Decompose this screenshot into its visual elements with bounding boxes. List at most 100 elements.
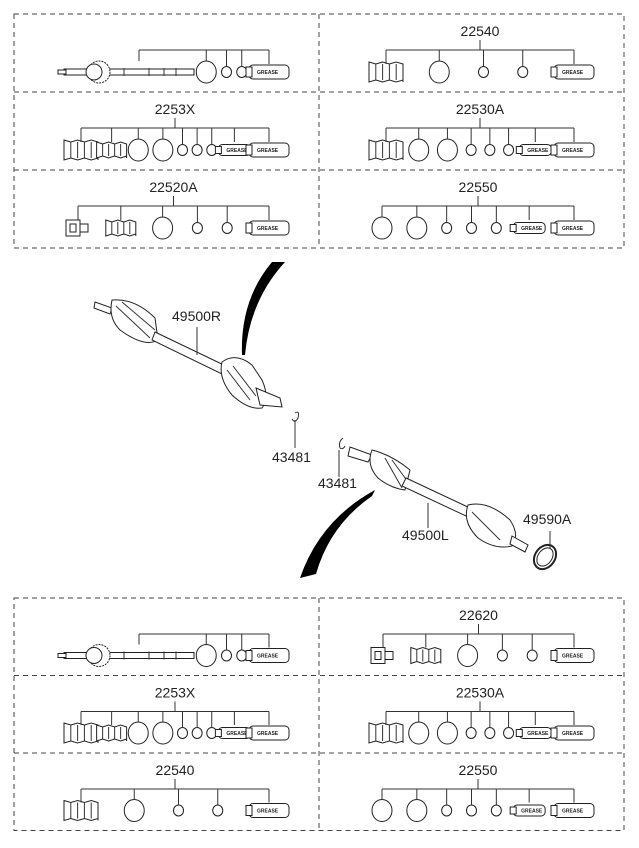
part-ring-s-icon (236, 66, 248, 78)
part-grease-icon: GREASE (245, 803, 290, 818)
part-grease-s-icon: GREASE (509, 222, 546, 234)
kit-part-number: 22550 (459, 762, 498, 778)
part-ring-l-icon (127, 721, 149, 745)
drive-shaft-left[interactable] (347, 446, 529, 553)
grease-label: GREASE (257, 226, 279, 232)
label-49590A: 49590A (523, 511, 572, 527)
part-ring-l-icon (457, 644, 479, 667)
part-ring-l-icon (195, 644, 217, 667)
kit-panel-22620[interactable]: GREASE 22620 (370, 607, 595, 667)
black-arc-lower (300, 490, 375, 578)
part-ring-s-icon (490, 804, 502, 817)
kit-panel-shaft-assembly[interactable]: GREASE (57, 633, 290, 667)
part-ring-l-icon (371, 216, 393, 240)
part-ring-l-icon (428, 60, 450, 84)
grease-label: GREASE (257, 731, 279, 737)
part-ring-s-icon (466, 222, 477, 234)
part-boot-icon (368, 139, 404, 161)
part-ring-s-icon (484, 727, 496, 739)
grease-label: GREASE (257, 70, 279, 76)
part-ring-s-icon (173, 804, 184, 817)
part-ring-l-icon (152, 138, 174, 162)
part-ring-l-icon (123, 799, 145, 822)
part-ring-s-icon (191, 144, 203, 156)
kit-part-number: 22540 (156, 762, 195, 778)
part-ring-s-icon (503, 727, 515, 739)
kit-part-number: 22540 (461, 23, 500, 39)
bottom_group-frame (13, 597, 625, 831)
part-grease-icon: GREASE (550, 648, 595, 663)
part-joint-icon (65, 219, 89, 237)
part-ring-s-icon (466, 804, 477, 817)
part-ring-s-icon (526, 649, 538, 662)
part-ring-l-icon (127, 138, 149, 162)
kit-panel-22540[interactable]: GREASE 22540 (63, 762, 290, 822)
part-ring-l-icon (406, 799, 428, 822)
kit-panel-2253X[interactable]: GREASE GREASE 2253X (63, 685, 290, 745)
part-grease-icon: GREASE (550, 725, 595, 741)
part-ring-s-icon (465, 144, 477, 156)
part-grease-icon: GREASE (245, 220, 290, 236)
part-grease-s-icon: GREASE (214, 727, 251, 739)
part-joint-icon (370, 647, 394, 664)
tone-ring[interactable] (529, 541, 560, 574)
grease-label: GREASE (257, 654, 279, 660)
part-grease-icon: GREASE (245, 64, 290, 80)
part-boot2-icon (96, 724, 128, 742)
part-shaft-icon (57, 60, 195, 84)
kit-panel-22540[interactable]: GREASE 22540 (368, 23, 595, 84)
grease-label: GREASE (257, 809, 279, 815)
part-ring-s-icon (503, 144, 515, 156)
part-boot2-icon (96, 141, 128, 159)
grease-label: GREASE (562, 731, 584, 737)
grease-label: GREASE (562, 70, 584, 76)
top_group-frame (13, 13, 625, 249)
part-boot2-icon (105, 219, 137, 237)
part-ring-s-icon (490, 222, 502, 234)
kit-part-number: 22620 (459, 607, 498, 623)
part-shaft-icon (57, 644, 195, 667)
grease-label: GREASE (226, 731, 248, 737)
part-grease-icon: GREASE (245, 648, 290, 663)
grease-label: GREASE (521, 809, 543, 815)
grease-label: GREASE (521, 226, 543, 232)
part-grease-icon: GREASE (550, 64, 595, 80)
part-ring-s-icon (212, 804, 224, 817)
kit-part-number: 2253X (155, 685, 196, 701)
grease-label: GREASE (527, 731, 549, 737)
circlip-right[interactable] (291, 411, 300, 422)
kit-part-number: 2253X (155, 101, 196, 117)
grease-label: GREASE (562, 148, 584, 154)
part-grease-icon: GREASE (550, 803, 595, 818)
label-49500R: 49500R (172, 308, 221, 324)
part-ring-s-icon (236, 649, 248, 662)
part-grease-icon: GREASE (245, 142, 290, 158)
black-arc-upper (241, 262, 285, 355)
part-boot-icon (368, 61, 404, 83)
kit-panel-shaft-assembly[interactable]: GREASE (57, 49, 290, 84)
part-ring-s-icon (441, 804, 453, 817)
part-ring-s-icon (517, 66, 529, 78)
circlip-left[interactable] (338, 437, 346, 450)
part-grease-s-icon: GREASE (515, 144, 552, 156)
part-boot-icon (63, 799, 99, 822)
part-ring-s-icon (496, 649, 508, 662)
part-boot-icon (368, 722, 404, 744)
part-ring-l-icon (408, 721, 430, 745)
drive-shaft-right[interactable] (93, 299, 283, 409)
part-ring-l-icon (436, 138, 458, 162)
part-boot2-icon (410, 646, 442, 665)
part-grease-s-icon: GREASE (214, 144, 251, 156)
part-grease-icon: GREASE (245, 725, 290, 741)
part-ring-s-icon (177, 144, 188, 156)
kit-panel-22550[interactable]: GREASE GREASE 22550 (371, 762, 595, 822)
part-grease-s-icon: GREASE (509, 804, 546, 817)
part-ring-s-icon (221, 222, 233, 234)
part-ring-s-icon (191, 222, 203, 234)
